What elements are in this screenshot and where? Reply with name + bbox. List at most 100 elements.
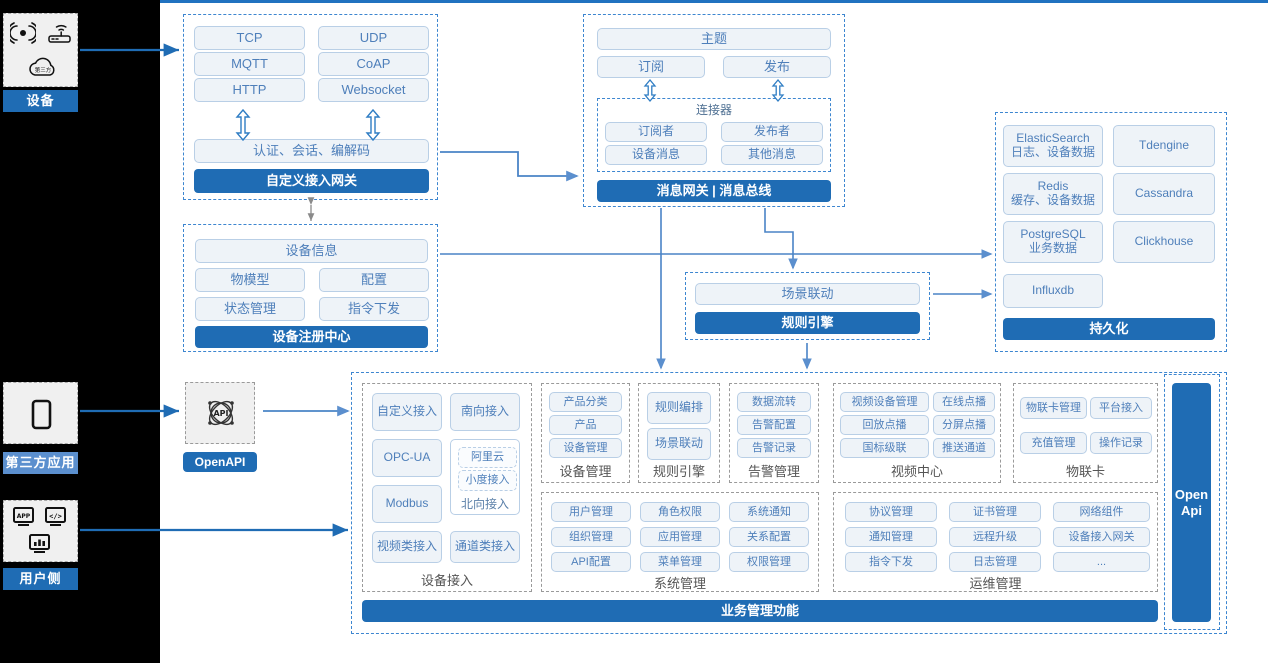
device-registry-title[interactable]: 设备注册中心 xyxy=(195,326,428,348)
ops-device-gateway-label: 设备接入网关 xyxy=(1068,530,1135,543)
message-gateway-title[interactable]: 消息网关 | 消息总线 xyxy=(597,180,831,202)
device-access-xiaodu[interactable]: 小度接入 xyxy=(458,470,517,491)
video-gb-cascade[interactable]: 国标级联 xyxy=(840,438,929,458)
protocol-mqtt[interactable]: MQTT xyxy=(194,52,305,76)
store-cassandra[interactable]: Cassandra xyxy=(1113,173,1215,215)
thing-model-pill[interactable]: 物模型 xyxy=(195,268,305,292)
sys-role-perm[interactable]: 角色权限 xyxy=(640,502,720,522)
command-dispatch-pill[interactable]: 指令下发 xyxy=(319,297,429,321)
device-access-aliyun[interactable]: 阿里云 xyxy=(458,447,517,468)
ops-cert-mgmt[interactable]: 证书管理 xyxy=(949,502,1041,522)
alarm-record[interactable]: 告警记录 xyxy=(737,438,811,458)
iot-platform-access[interactable]: 平台接入 xyxy=(1090,397,1152,419)
device-mgmt-device[interactable]: 设备管理 xyxy=(549,438,622,458)
rule-engine-scene[interactable]: 场景联动 xyxy=(647,428,711,460)
config-pill[interactable]: 配置 xyxy=(319,268,429,292)
auth-session-codec[interactable]: 认证、会话、编解码 xyxy=(194,139,429,163)
sys-menu-mgmt[interactable]: 菜单管理 xyxy=(640,552,720,572)
persistence-title[interactable]: 持久化 xyxy=(1003,318,1215,340)
user-side-badge-label: 用户侧 xyxy=(19,571,62,586)
protocol-coap-label: CoAP xyxy=(356,55,391,71)
scene-linkage-pill[interactable]: 场景联动 xyxy=(695,283,920,305)
store-influxdb[interactable]: Influxdb xyxy=(1003,274,1103,308)
video-device-mgmt[interactable]: 视频设备管理 xyxy=(840,392,929,412)
group-rule-engine xyxy=(638,383,720,483)
sys-api-config[interactable]: API配置 xyxy=(551,552,631,572)
protocol-coap[interactable]: CoAP xyxy=(318,52,429,76)
iot-operation-log[interactable]: 操作记录 xyxy=(1090,432,1152,454)
business-footer-bar[interactable]: 业务管理功能 xyxy=(362,600,1158,622)
ops-log-mgmt[interactable]: 日志管理 xyxy=(949,552,1041,572)
connector-other-message[interactable]: 其他消息 xyxy=(721,145,823,165)
sys-app-mgmt-label: 应用管理 xyxy=(658,530,702,543)
device-access-video[interactable]: 视频类接入 xyxy=(372,531,442,563)
rule-engine-title-label: 规则引擎 xyxy=(781,315,834,331)
rule-engine-title[interactable]: 规则引擎 xyxy=(695,312,920,334)
topic-pill[interactable]: 主题 xyxy=(597,28,831,50)
ops-network-component[interactable]: 网络组件 xyxy=(1053,502,1150,522)
openapi-vertical-bar[interactable]: Open Api xyxy=(1172,383,1211,622)
video-split-screen[interactable]: 分屏点播 xyxy=(933,415,995,435)
protocol-tcp[interactable]: TCP xyxy=(194,26,305,50)
device-access-opcua-label: OPC-UA xyxy=(383,450,431,465)
device-mgmt-product[interactable]: 产品 xyxy=(549,415,622,435)
connector-publisher[interactable]: 发布者 xyxy=(721,122,823,142)
device-mgmt-product-category[interactable]: 产品分类 xyxy=(549,392,622,412)
alarm-config[interactable]: 告警配置 xyxy=(737,415,811,435)
mobile-phone-icon xyxy=(31,399,52,430)
rule-engine-scene-label: 场景联动 xyxy=(654,436,703,451)
ops-protocol-mgmt[interactable]: 协议管理 xyxy=(845,502,937,522)
ops-notify-mgmt[interactable]: 通知管理 xyxy=(845,527,937,547)
connector-device-message[interactable]: 设备消息 xyxy=(605,145,707,165)
access-gateway-title[interactable]: 自定义接入网关 xyxy=(194,169,429,193)
device-access-modbus[interactable]: Modbus xyxy=(372,485,442,523)
alarm-config-label: 告警配置 xyxy=(752,418,796,431)
protocol-http[interactable]: HTTP xyxy=(194,78,305,102)
group-device-mgmt xyxy=(541,383,630,483)
ops-device-gateway[interactable]: 设备接入网关 xyxy=(1053,527,1150,547)
subscribe-pill[interactable]: 订阅 xyxy=(597,56,705,78)
ops-command-dispatch[interactable]: 指令下发 xyxy=(845,552,937,572)
iot-card-mgmt[interactable]: 物联卡管理 xyxy=(1020,397,1087,419)
subscribe-label: 订阅 xyxy=(637,58,664,74)
video-playback[interactable]: 回放点播 xyxy=(840,415,929,435)
device-access-channel[interactable]: 通道类接入 xyxy=(450,531,520,563)
openapi-badge[interactable]: OpenAPI xyxy=(183,452,257,472)
device-registry-title-label: 设备注册中心 xyxy=(272,329,351,345)
sys-user-mgmt[interactable]: 用户管理 xyxy=(551,502,631,522)
sys-notify[interactable]: 系统通知 xyxy=(729,502,809,522)
store-clickhouse[interactable]: Clickhouse xyxy=(1113,221,1215,263)
sys-org-mgmt[interactable]: 组织管理 xyxy=(551,527,631,547)
device-info-pill[interactable]: 设备信息 xyxy=(195,239,428,263)
alarm-data-flow[interactable]: 数据流转 xyxy=(737,392,811,412)
rule-engine-orchestration[interactable]: 规则编排 xyxy=(647,392,711,424)
store-cassandra-label: Cassandra xyxy=(1134,186,1194,201)
signal-waves-icon xyxy=(10,22,36,44)
connector-group xyxy=(597,98,831,172)
state-mgmt-pill[interactable]: 状态管理 xyxy=(195,297,305,321)
store-tdengine[interactable]: Tdengine xyxy=(1113,125,1215,167)
app-monitor-icon: APP xyxy=(13,507,34,526)
protocol-udp[interactable]: UDP xyxy=(318,26,429,50)
video-push-channel[interactable]: 推送通道 xyxy=(933,438,995,458)
device-access-custom[interactable]: 自定义接入 xyxy=(372,393,442,431)
sys-perm-mgmt[interactable]: 权限管理 xyxy=(729,552,809,572)
sys-app-mgmt[interactable]: 应用管理 xyxy=(640,527,720,547)
protocol-websocket[interactable]: Websocket xyxy=(318,78,429,102)
device-access-southbound[interactable]: 南向接入 xyxy=(450,393,520,431)
ops-more[interactable]: ... xyxy=(1053,552,1150,572)
connector-subscriber[interactable]: 订阅者 xyxy=(605,122,707,142)
device-access-opcua[interactable]: OPC-UA xyxy=(372,439,442,477)
ops-remote-upgrade[interactable]: 远程升级 xyxy=(949,527,1041,547)
device-access-aliyun-label: 阿里云 xyxy=(471,451,504,464)
config-label: 配置 xyxy=(360,271,387,287)
sys-relation-config[interactable]: 关系配置 xyxy=(729,527,809,547)
iot-platform-access-label: 平台接入 xyxy=(1099,401,1143,414)
iot-recharge-mgmt[interactable]: 充值管理 xyxy=(1020,432,1087,454)
openapi-vertical-bar-label: Open Api xyxy=(1174,486,1209,518)
video-online-play[interactable]: 在线点播 xyxy=(933,392,995,412)
publish-pill[interactable]: 发布 xyxy=(723,56,831,78)
